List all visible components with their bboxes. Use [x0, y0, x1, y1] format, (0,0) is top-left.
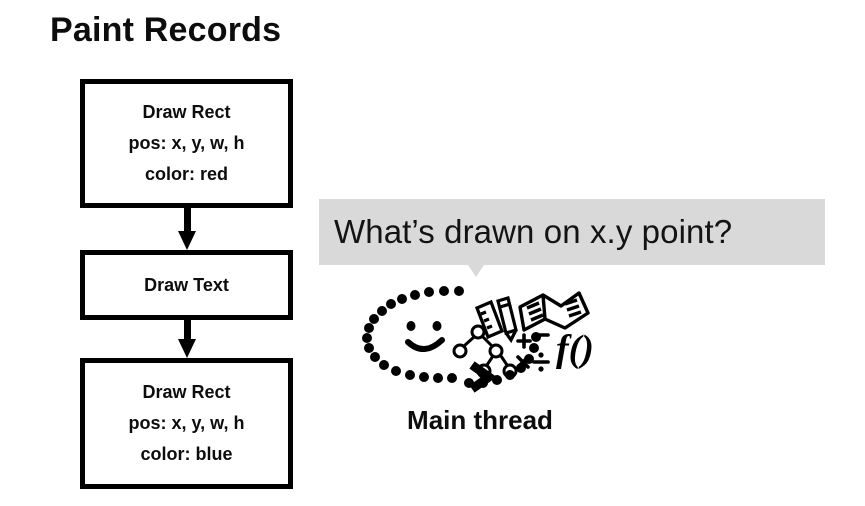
record-line: Draw Rect — [142, 102, 231, 122]
arrow-stem — [184, 208, 191, 231]
open-book-icon — [518, 291, 590, 332]
main-thread-illustration: f() — [360, 285, 600, 405]
record-line: pos: x, y, w, h — [128, 133, 245, 153]
record-line: Draw Text — [144, 274, 229, 295]
smiley-face-icon — [405, 321, 445, 352]
record-line: color: red — [144, 164, 228, 184]
speech-bubble-text: What’s drawn on x.y point? — [334, 213, 733, 250]
speech-bubble-tail-icon — [468, 265, 484, 277]
paint-record-box-draw-rect-blue: Draw Rect pos: x, y, w, h color: blue — [80, 358, 293, 489]
arrow-head — [178, 231, 196, 250]
record-line: color: blue — [140, 444, 233, 464]
function-notation-icon: f() — [556, 328, 594, 370]
svg-text:f(): f() — [556, 328, 594, 370]
record-line: Draw Rect — [142, 382, 231, 402]
flow-arrow-2-icon — [178, 320, 196, 358]
arrow-stem — [184, 320, 191, 339]
flow-arrow-1-icon — [178, 208, 196, 250]
ruler-icon — [474, 299, 505, 340]
node-tree-icon — [452, 324, 518, 379]
main-thread-label: Main thread — [407, 405, 553, 435]
arrow-head — [178, 339, 196, 358]
pencil-icon — [496, 295, 518, 344]
speech-bubble: What’s drawn on x.y point? — [319, 199, 825, 265]
paint-record-box-draw-text: Draw Text — [80, 250, 293, 320]
page-title: Paint Records — [50, 11, 282, 49]
paint-record-box-draw-rect-red: Draw Rect pos: x, y, w, h color: red — [80, 79, 293, 208]
math-symbols-icon — [516, 333, 550, 372]
record-line: pos: x, y, w, h — [128, 413, 245, 433]
